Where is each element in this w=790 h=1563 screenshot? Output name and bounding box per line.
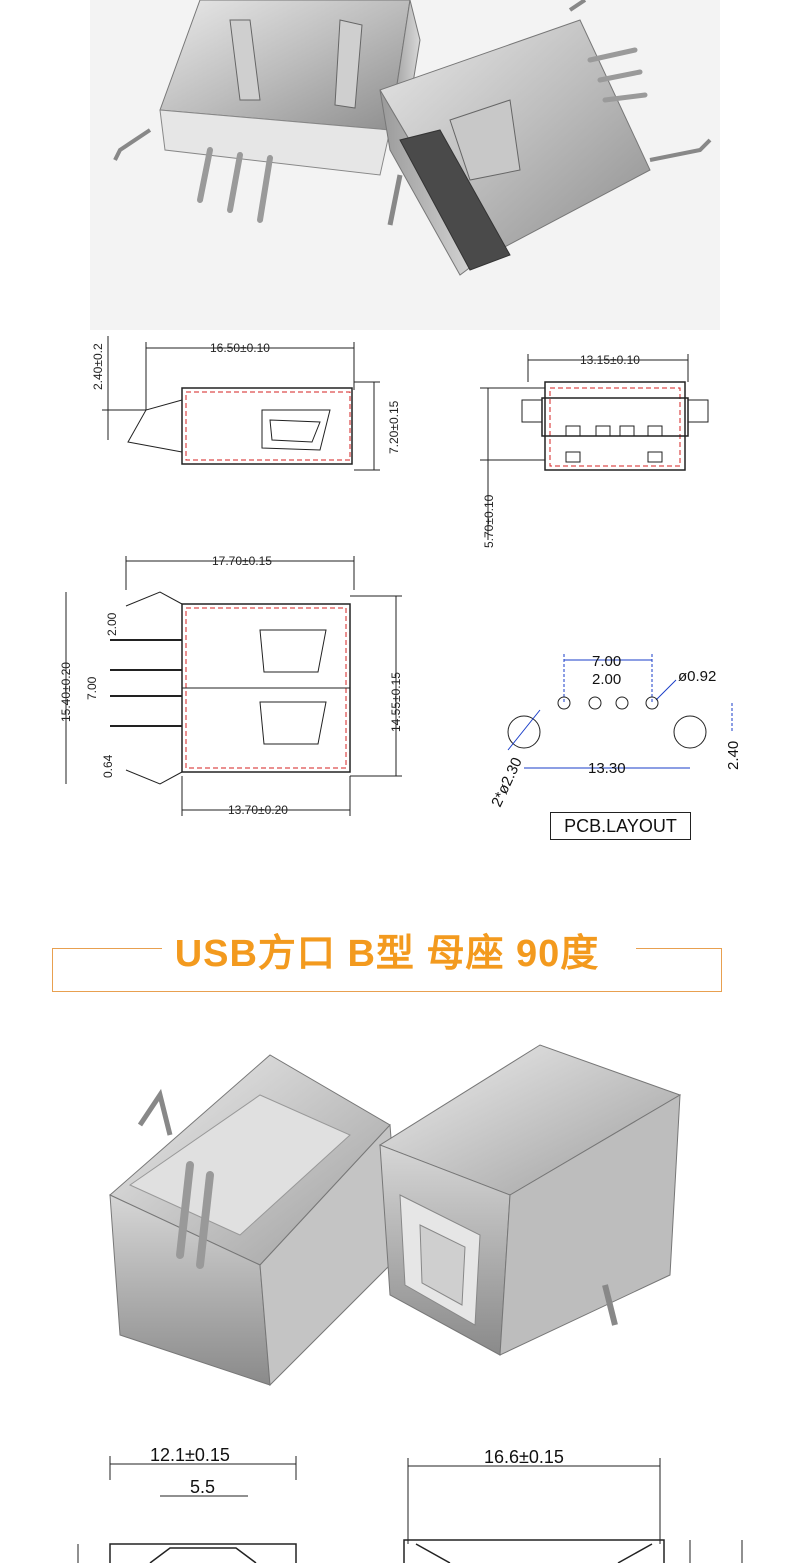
usb-a-connectors-illustration xyxy=(90,0,720,330)
pcb-dim-hole: ø0.92 xyxy=(678,668,716,685)
dim-top-pin: 0.64 xyxy=(101,754,115,778)
dim-b-width: 12.1±0.15 xyxy=(150,1445,230,1465)
side-view-drawing: 16.50±0.10 2.40±0.2 7.20±0.15 xyxy=(91,336,401,471)
dim-top-right: 14.55±0.15 xyxy=(389,672,403,732)
front-view-drawing: 13.15±0.10 5.70±0.10 xyxy=(480,353,709,548)
dim-top-pitch-b: 7.00 xyxy=(85,676,99,700)
dim-side-height: 7.20±0.15 xyxy=(387,400,401,454)
pcb-dim-pitch: 7.00 xyxy=(592,653,621,670)
pcb-dim-pin-pitch: 2.00 xyxy=(592,671,621,688)
dim-side-left: 2.40±0.2 xyxy=(91,343,105,390)
section-b-title: USB方口 B型 母座 90度 xyxy=(164,933,610,975)
dim-side-width: 16.50±0.10 xyxy=(210,341,270,355)
dim-b-inner: 5.5 xyxy=(190,1477,215,1497)
dim-top-left: 15.40±0.20 xyxy=(59,662,73,722)
usb-b-drawings: 12.1±0.15 5.5 16.6±0.15 xyxy=(77,1445,743,1563)
pcb-layout-label: PCB.LAYOUT xyxy=(550,812,691,840)
dim-b-length: 16.6±0.15 xyxy=(484,1447,564,1467)
product-photo-usb-a xyxy=(90,0,720,330)
dim-top-bottom: 13.70±0.20 xyxy=(228,803,288,817)
pcb-dim-offset: 2.40 xyxy=(725,741,742,770)
dim-front-height: 5.70±0.10 xyxy=(482,494,496,548)
top-view-drawing: 17.70±0.15 15.40±0.20 2.00 7.00 0.64 14.… xyxy=(59,554,403,817)
section-b-title-banner: USB方口 B型 母座 90度 xyxy=(52,918,722,992)
dim-top-pitch-a: 2.00 xyxy=(105,612,119,636)
usb-a-drawings: 16.50±0.10 2.40±0.2 7.20±0.15 13.15±0.10… xyxy=(59,336,742,817)
dim-front-width: 13.15±0.10 xyxy=(580,353,640,367)
product-photo-usb-b xyxy=(100,1035,690,1405)
title-frame xyxy=(52,948,722,992)
dim-top-width: 17.70±0.15 xyxy=(212,554,272,568)
pcb-dim-peg: 2*ø2.30 xyxy=(488,755,526,810)
usb-b-connectors-illustration xyxy=(100,1035,690,1405)
pcb-layout-drawing: 7.00 2.00 ø0.92 2*ø2.30 13.30 2.40 xyxy=(488,653,742,810)
pcb-dim-span: 13.30 xyxy=(588,760,626,777)
